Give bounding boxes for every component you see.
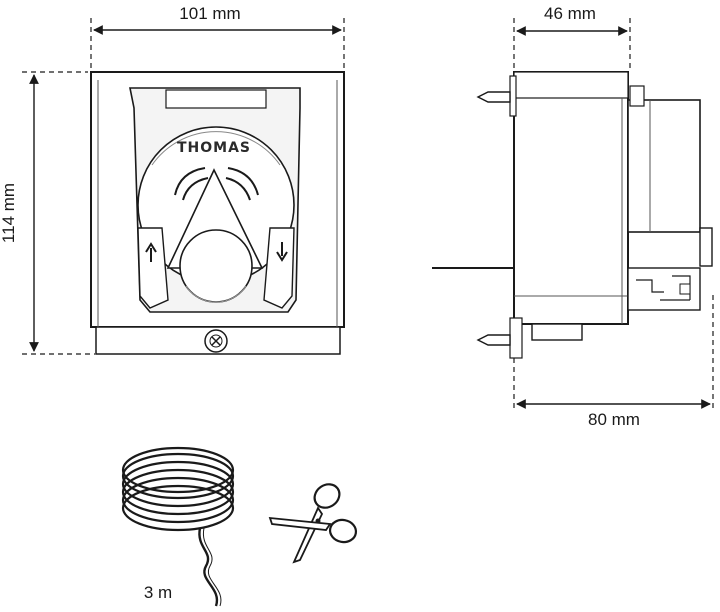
up-arrow-icon bbox=[145, 242, 157, 262]
side-view: 46 mm 80 mm bbox=[432, 4, 714, 429]
scissors-icon bbox=[268, 483, 358, 564]
right-tube-clamp bbox=[263, 227, 295, 309]
cable-length-label: 3 m bbox=[144, 583, 172, 602]
cable-coil bbox=[121, 446, 235, 607]
height-dimension-label: 114 mm bbox=[0, 183, 18, 243]
brand-logo: THOMAS bbox=[177, 140, 251, 156]
bottom-mounting-nail bbox=[476, 334, 511, 346]
front-view: 101 mm 114 mm THOMAS bbox=[0, 4, 345, 355]
top-mounting-nail bbox=[476, 91, 511, 103]
side-housing bbox=[513, 71, 629, 325]
down-arrow-icon bbox=[276, 242, 288, 262]
width-dimension-label: 101 mm bbox=[179, 4, 240, 23]
side-depth-bottom-label: 80 mm bbox=[588, 410, 640, 429]
left-tube-clamp bbox=[137, 227, 169, 309]
motor-block bbox=[627, 99, 701, 233]
side-depth-top-label: 46 mm bbox=[544, 4, 596, 23]
